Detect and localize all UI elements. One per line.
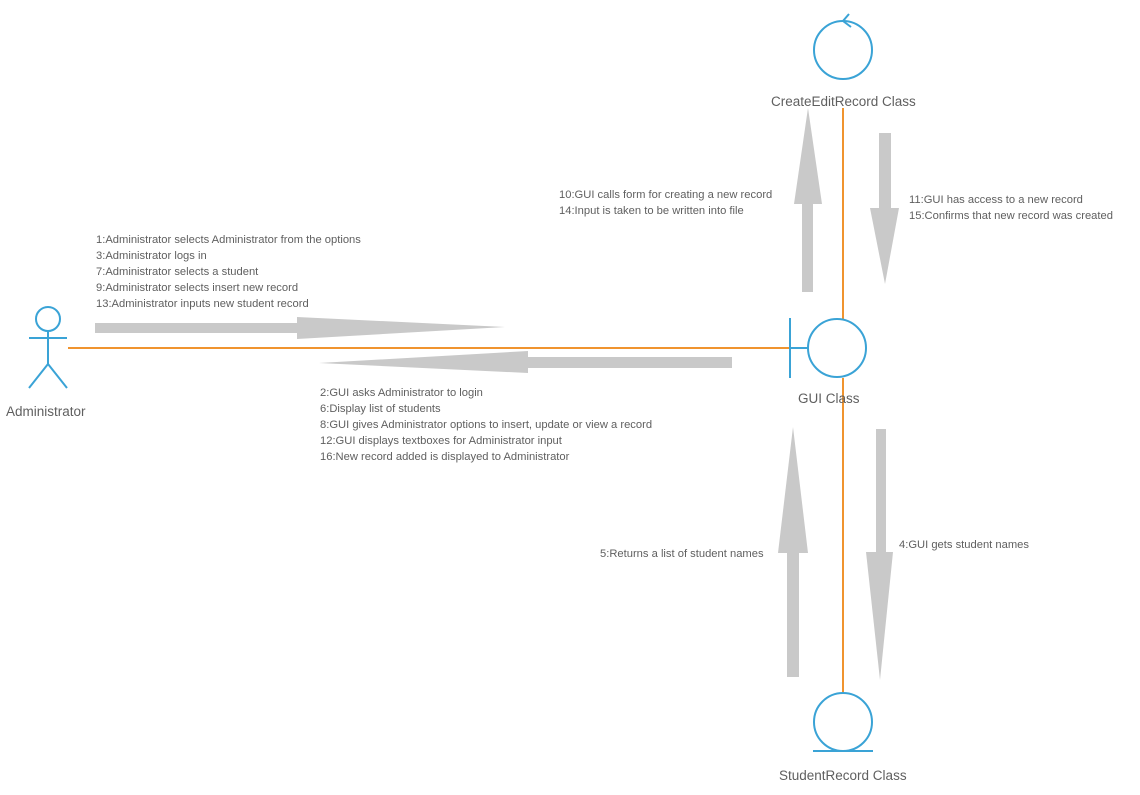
messages-gui-to-admin: 2:GUI asks Administrator to login 6:Disp… [320, 385, 652, 465]
messages-gui-to-student: 4:GUI gets student names [899, 537, 1029, 553]
arrow-gui-to-student [866, 429, 893, 680]
message-line: 10:GUI calls form for creating a new rec… [559, 189, 773, 201]
messages-create-to-gui: 11:GUI has access to a new record 15:Con… [909, 192, 1113, 224]
connection-lines [68, 108, 844, 696]
message-line: 1:Administrator selects Administrator fr… [96, 234, 361, 246]
create-edit-label: CreateEditRecord Class [771, 94, 916, 109]
arrow-admin-to-gui [95, 317, 505, 339]
message-line: 12:GUI displays textboxes for Administra… [320, 435, 562, 447]
message-line: 9:Administrator selects insert new recor… [96, 282, 299, 294]
arrow-create-to-gui [870, 133, 899, 284]
message-line: 7:Administrator selects a student [96, 266, 259, 278]
gui-label: GUI Class [798, 391, 860, 406]
message-line: 14:Input is taken to be written into fil… [559, 205, 744, 217]
message-line: 11:GUI has access to a new record [909, 194, 1083, 206]
message-line: 15:Confirms that new record was created [909, 210, 1113, 222]
messages-student-to-gui: 5:Returns a list of student names [600, 546, 764, 562]
arrow-gui-to-admin [319, 351, 732, 373]
message-line: 8:GUI gives Administrator options to ins… [320, 419, 653, 431]
student-record-label: StudentRecord Class [779, 768, 907, 783]
message-line: 2:GUI asks Administrator to login [320, 387, 483, 399]
message-line: 13:Administrator inputs new student reco… [96, 298, 309, 310]
message-line: 16:New record added is displayed to Admi… [320, 451, 570, 463]
message-arrows [95, 108, 899, 680]
actor-icon[interactable] [28, 306, 68, 389]
messages-admin-to-gui: 1:Administrator selects Administrator fr… [96, 232, 361, 312]
control-icon[interactable] [813, 13, 873, 80]
message-line: 6:Display list of students [320, 403, 441, 415]
actor-label: Administrator [6, 404, 86, 419]
messages-gui-to-create: 10:GUI calls form for creating a new rec… [559, 187, 772, 219]
message-line: 5:Returns a list of student names [600, 548, 764, 560]
arrow-student-to-gui [778, 427, 808, 677]
message-line: 4:GUI gets student names [899, 539, 1029, 551]
boundary-icon[interactable] [789, 318, 867, 378]
entity-icon[interactable] [813, 692, 873, 752]
message-line: 3:Administrator logs in [96, 250, 207, 262]
arrow-gui-to-create [794, 108, 822, 292]
